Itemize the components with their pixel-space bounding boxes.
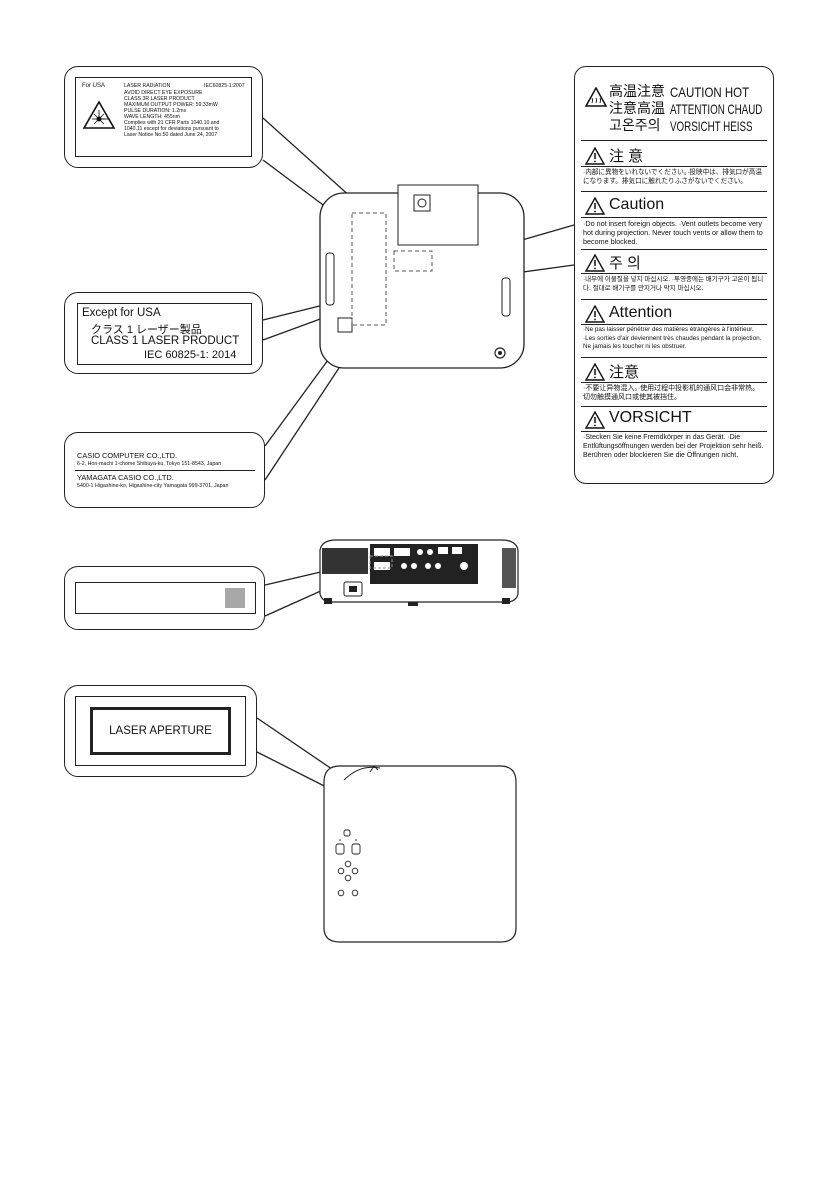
company1-address: 6-2, Hon-machi 1-chome Shibuya-ku, Tokyo… — [77, 461, 222, 467]
company2-address: 5400-1 Higashine-ko, Higashine-city Yama… — [77, 483, 229, 489]
company2-name: YAMAGATA CASIO CO.,LTD. — [77, 473, 174, 482]
projector-bottom-view — [319, 184, 525, 369]
hot-separator — [581, 406, 767, 407]
laser-aperture-callout: LASER APERTURE — [64, 685, 257, 777]
section-text-de: ·Stecken Sie keine Fremdkörper in das Ge… — [583, 434, 764, 460]
aperture-text: LASER APERTURE — [109, 725, 212, 737]
class1-text: CLASS 1 LASER PRODUCT — [91, 335, 240, 347]
caution-triangle-icon — [585, 254, 605, 272]
hot-en-1: CAUTION HOT — [670, 84, 750, 100]
rating-label — [75, 582, 256, 614]
section-title-en: Caution — [609, 196, 665, 213]
rear-label-callout — [64, 566, 265, 630]
intl-laser-label-callout: Except for USA クラス 1 レーザー製品 CLASS 1 LASE… — [64, 292, 263, 374]
laser-warning-icon — [82, 100, 116, 129]
section-title-zh: 注意 — [609, 364, 640, 381]
hot-separator — [581, 357, 767, 358]
laser-line: PULSE DURATION: 1.2ms — [124, 108, 187, 114]
aperture-label-box: LASER APERTURE — [90, 707, 231, 755]
projector-rear-view — [319, 539, 519, 606]
laser-line: CLASS 3R LASER PRODUCT — [124, 96, 195, 102]
hot-en-3: VORSICHT HEISS — [670, 118, 753, 134]
usa-laser-label-callout: For USA LASER RADIATION IEC60825-1:2007 … — [64, 66, 263, 168]
laser-line: Laser Notice No.50 dated June 24, 2007 — [124, 132, 218, 138]
section-title-ko: 주 의 — [609, 255, 641, 272]
caution-triangle-icon — [585, 363, 605, 381]
laser-line: 1040.11 except for deviations pursuant t… — [124, 126, 219, 132]
gray-patch — [225, 588, 245, 608]
section-text-ko: ·내부에 이물질을 넣지 마십시오. ·투영중에는 배기구가 고온이 됩니다. … — [583, 276, 764, 292]
caution-triangle-icon — [585, 305, 605, 323]
usa-laser-label: For USA LASER RADIATION IEC60825-1:2007 … — [75, 77, 252, 157]
hot-surface-warning-icon — [585, 87, 607, 107]
caution-triangle-icon — [585, 147, 605, 165]
company1-name: CASIO COMPUTER CO.,LTD. — [77, 451, 178, 460]
hot-separator — [581, 431, 767, 432]
section-text-zh: ·不要让异物混入。·使用过程中投影机的通风口会非常热。切勿触摸通风口或使其被挡住… — [583, 385, 760, 401]
hot-cjk-3: 고온주의 — [609, 117, 661, 133]
laser-line: WAVE LENGTH: 455nm — [124, 114, 180, 120]
hot-cjk-1: 高温注意 — [609, 83, 665, 99]
hot-separator — [581, 324, 767, 325]
section-text-fr: ·Ne pas laisser pénétrer des matières ét… — [583, 326, 762, 351]
hot-separator — [581, 299, 767, 300]
section-title-jp: 注 意 — [609, 148, 644, 165]
hot-separator — [581, 382, 767, 383]
laser-radiation-text: LASER RADIATION — [124, 83, 171, 89]
aperture-outer-frame: LASER APERTURE — [75, 696, 246, 766]
section-title-de: VORSICHT — [609, 409, 692, 426]
company-label-callout: CASIO COMPUTER CO.,LTD. 6-2, Hon-machi 1… — [64, 432, 265, 508]
section-title-fr: Attention — [609, 304, 673, 321]
hot-separator — [581, 217, 767, 218]
caution-triangle-icon — [585, 411, 605, 429]
hot-separator — [581, 249, 767, 250]
section-text-jp: ·内部に異物をいれないでください。·投映中は、排気口が高温になります。排気口に触… — [583, 169, 762, 185]
except-usa-title: Except for USA — [82, 307, 161, 319]
laser-line: Complies with 21 CFR Parts 1040.10 and — [124, 120, 220, 126]
usa-laser-details: AVOID DIRECT EYE EXPOSURE CLASS 3R LASER… — [124, 90, 250, 138]
hot-separator — [581, 273, 767, 274]
laser-line: AVOID DIRECT EYE EXPOSURE — [124, 90, 203, 96]
caution-triangle-icon — [585, 197, 605, 215]
hot-separator — [581, 140, 767, 141]
hot-separator — [581, 191, 767, 192]
hot-caution-label: 高温注意 注意高温 고온주의 CAUTION HOT ATTENTION CHA… — [574, 66, 774, 484]
company-separator — [75, 470, 255, 471]
section-text-en: ·Do not insert foreign objects. ·Vent ou… — [583, 219, 763, 247]
iec-2007-text: IEC60825-1:2007 — [204, 83, 245, 89]
hot-cjk-2: 注意高温 — [609, 100, 665, 116]
hot-separator — [581, 166, 767, 167]
jp-class-text: クラス 1 レーザー製品 — [91, 324, 202, 336]
laser-line: MAXIMUM OUTPUT POWER: 59.33mW — [124, 102, 218, 108]
for-usa-text: For USA — [82, 83, 106, 89]
iec-2014-text: IEC 60825-1: 2014 — [144, 349, 237, 361]
projector-top-view — [323, 765, 517, 943]
hot-en-2: ATTENTION CHAUD — [670, 101, 763, 117]
intl-laser-label: Except for USA クラス 1 レーザー製品 CLASS 1 LASE… — [77, 303, 252, 365]
